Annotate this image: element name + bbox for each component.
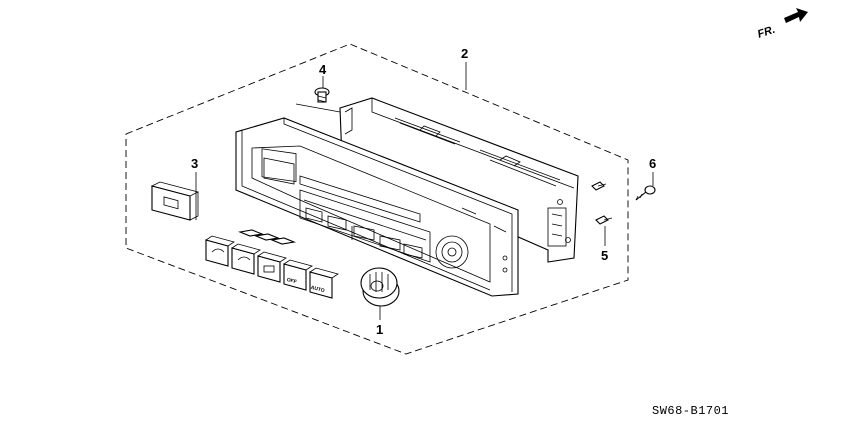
switch-button-set: OFF AUTO <box>150 181 339 299</box>
small-buttons <box>237 229 297 245</box>
auto-button-label: AUTO <box>310 285 325 294</box>
recirc-icon <box>263 265 275 273</box>
front-arrow-icon <box>784 8 808 23</box>
part-callouts: 2 4 3 1 5 6 <box>191 46 656 337</box>
callout-6: 6 <box>649 156 656 171</box>
callout-2: 2 <box>461 46 468 61</box>
callout-3: 3 <box>191 156 198 171</box>
control-unit-front-panel <box>235 117 519 297</box>
front-direction-indicator: FR. <box>756 8 808 41</box>
mode-buttons: OFF AUTO <box>205 235 339 299</box>
leader-lines <box>195 62 654 320</box>
screw-part-6 <box>635 185 656 201</box>
screw-part-4 <box>314 87 330 103</box>
defrost-button <box>150 181 200 221</box>
screws-part-5 <box>591 181 613 225</box>
off-button-label: OFF <box>286 277 297 285</box>
callout-1: 1 <box>376 322 383 337</box>
fr-label: FR. <box>756 24 777 41</box>
drawing-code: SW68-B1701 <box>652 404 729 418</box>
foot-mode-icon <box>237 256 251 261</box>
callout-4: 4 <box>319 62 327 77</box>
callout-5: 5 <box>601 248 608 263</box>
face-mode-icon <box>211 248 225 253</box>
fan-control-knob <box>360 267 400 307</box>
assembly-outline <box>125 43 629 355</box>
